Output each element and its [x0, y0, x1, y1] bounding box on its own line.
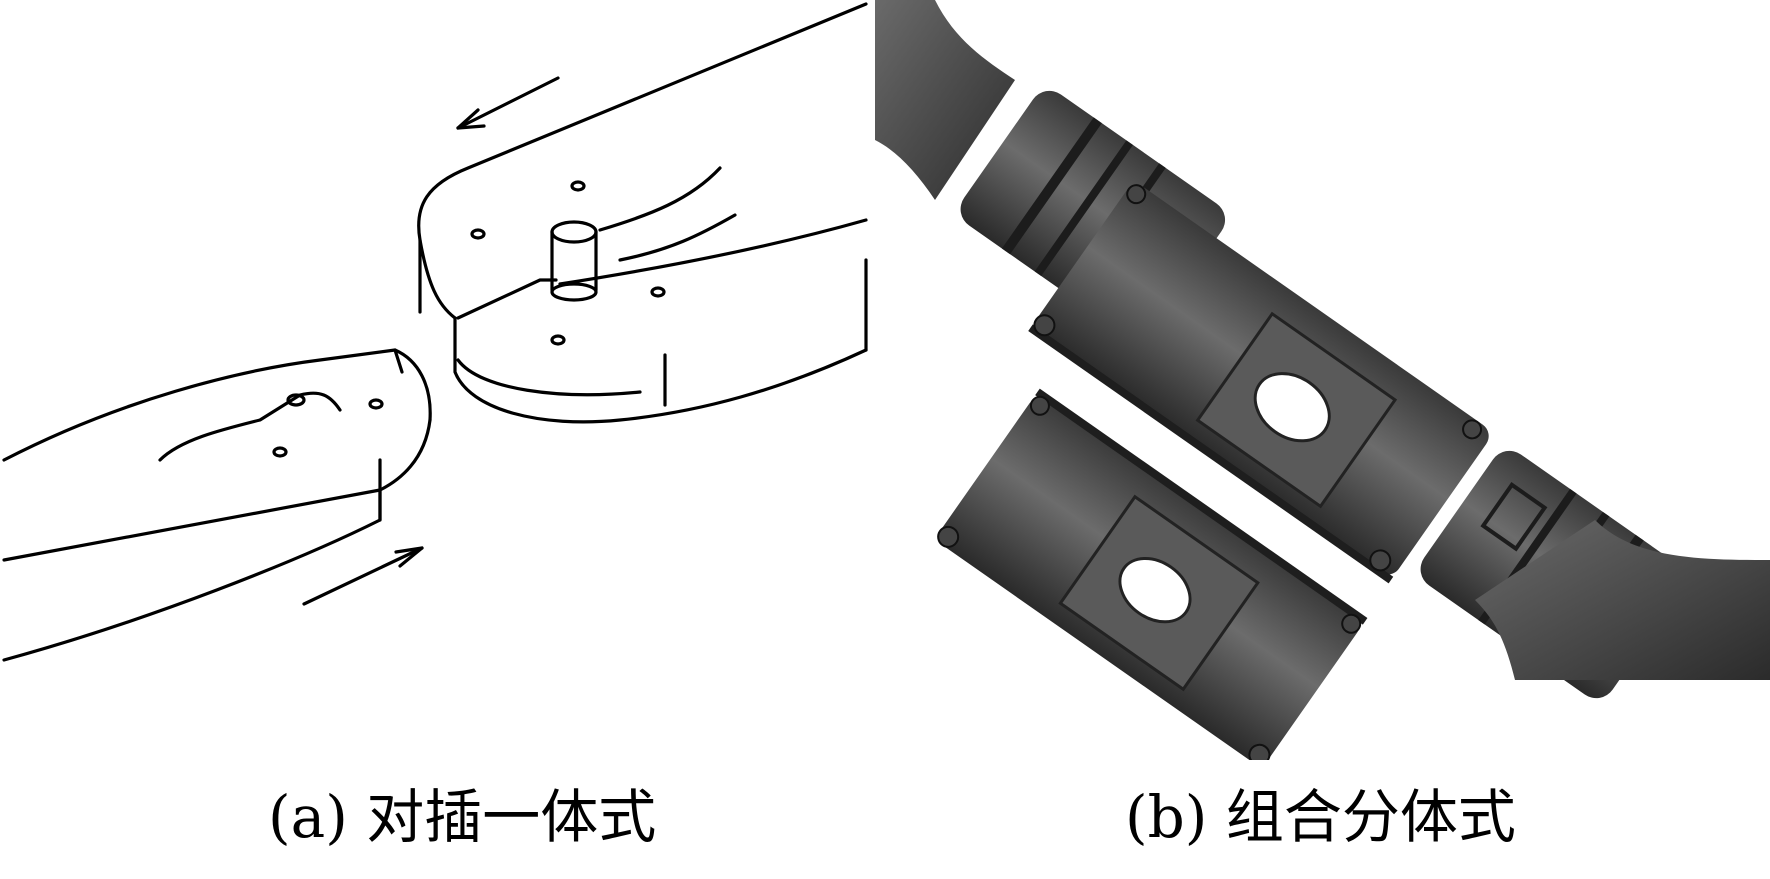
lower-housing: [937, 388, 1368, 760]
upper-arm-slot-top: [456, 278, 558, 320]
lower-arm-tongue: [158, 391, 342, 462]
lower-arm-tip-cut: [393, 348, 404, 374]
upper-arm-front-curve: [456, 358, 642, 397]
hole-lower-1: [286, 393, 306, 407]
boss-body: [550, 230, 598, 292]
arrow-right-head: [394, 546, 424, 568]
interlocking-arms-drawing: [2, 2, 868, 662]
boss-bottom: [550, 282, 598, 302]
hole-lower-3: [272, 446, 288, 458]
upper-arm-bottom-edge: [453, 316, 868, 424]
panel-a-line-drawing: [0, 0, 880, 760]
panel-b-render: [875, 0, 1770, 760]
upper-arm-cable-groove: [598, 166, 722, 232]
modular-joint-render: [875, 0, 1770, 760]
arrow-left-line: [456, 76, 560, 130]
hole-upper-4: [550, 334, 566, 346]
lower-arm-bottom: [2, 488, 382, 662]
lower-arm-top-outline: [2, 348, 432, 462]
hole-upper-3: [650, 286, 666, 298]
caption-a: (a) 对插一体式: [268, 783, 657, 851]
upper-housing: [1028, 184, 1489, 584]
hole-upper-1: [470, 228, 486, 240]
hole-upper-2: [570, 180, 586, 192]
top-left-arm-curve: [875, 0, 1015, 200]
caption-b: (b) 组合分体式: [1125, 783, 1516, 851]
upper-arm-cable-groove-2: [618, 213, 737, 262]
lower-arm-front: [2, 418, 432, 562]
arrow-left-head: [456, 108, 486, 130]
hole-lower-2: [368, 398, 384, 410]
arrow-right-line: [302, 546, 424, 606]
boss-top: [550, 220, 598, 244]
bottom-right-arm-curve: [1475, 520, 1770, 680]
